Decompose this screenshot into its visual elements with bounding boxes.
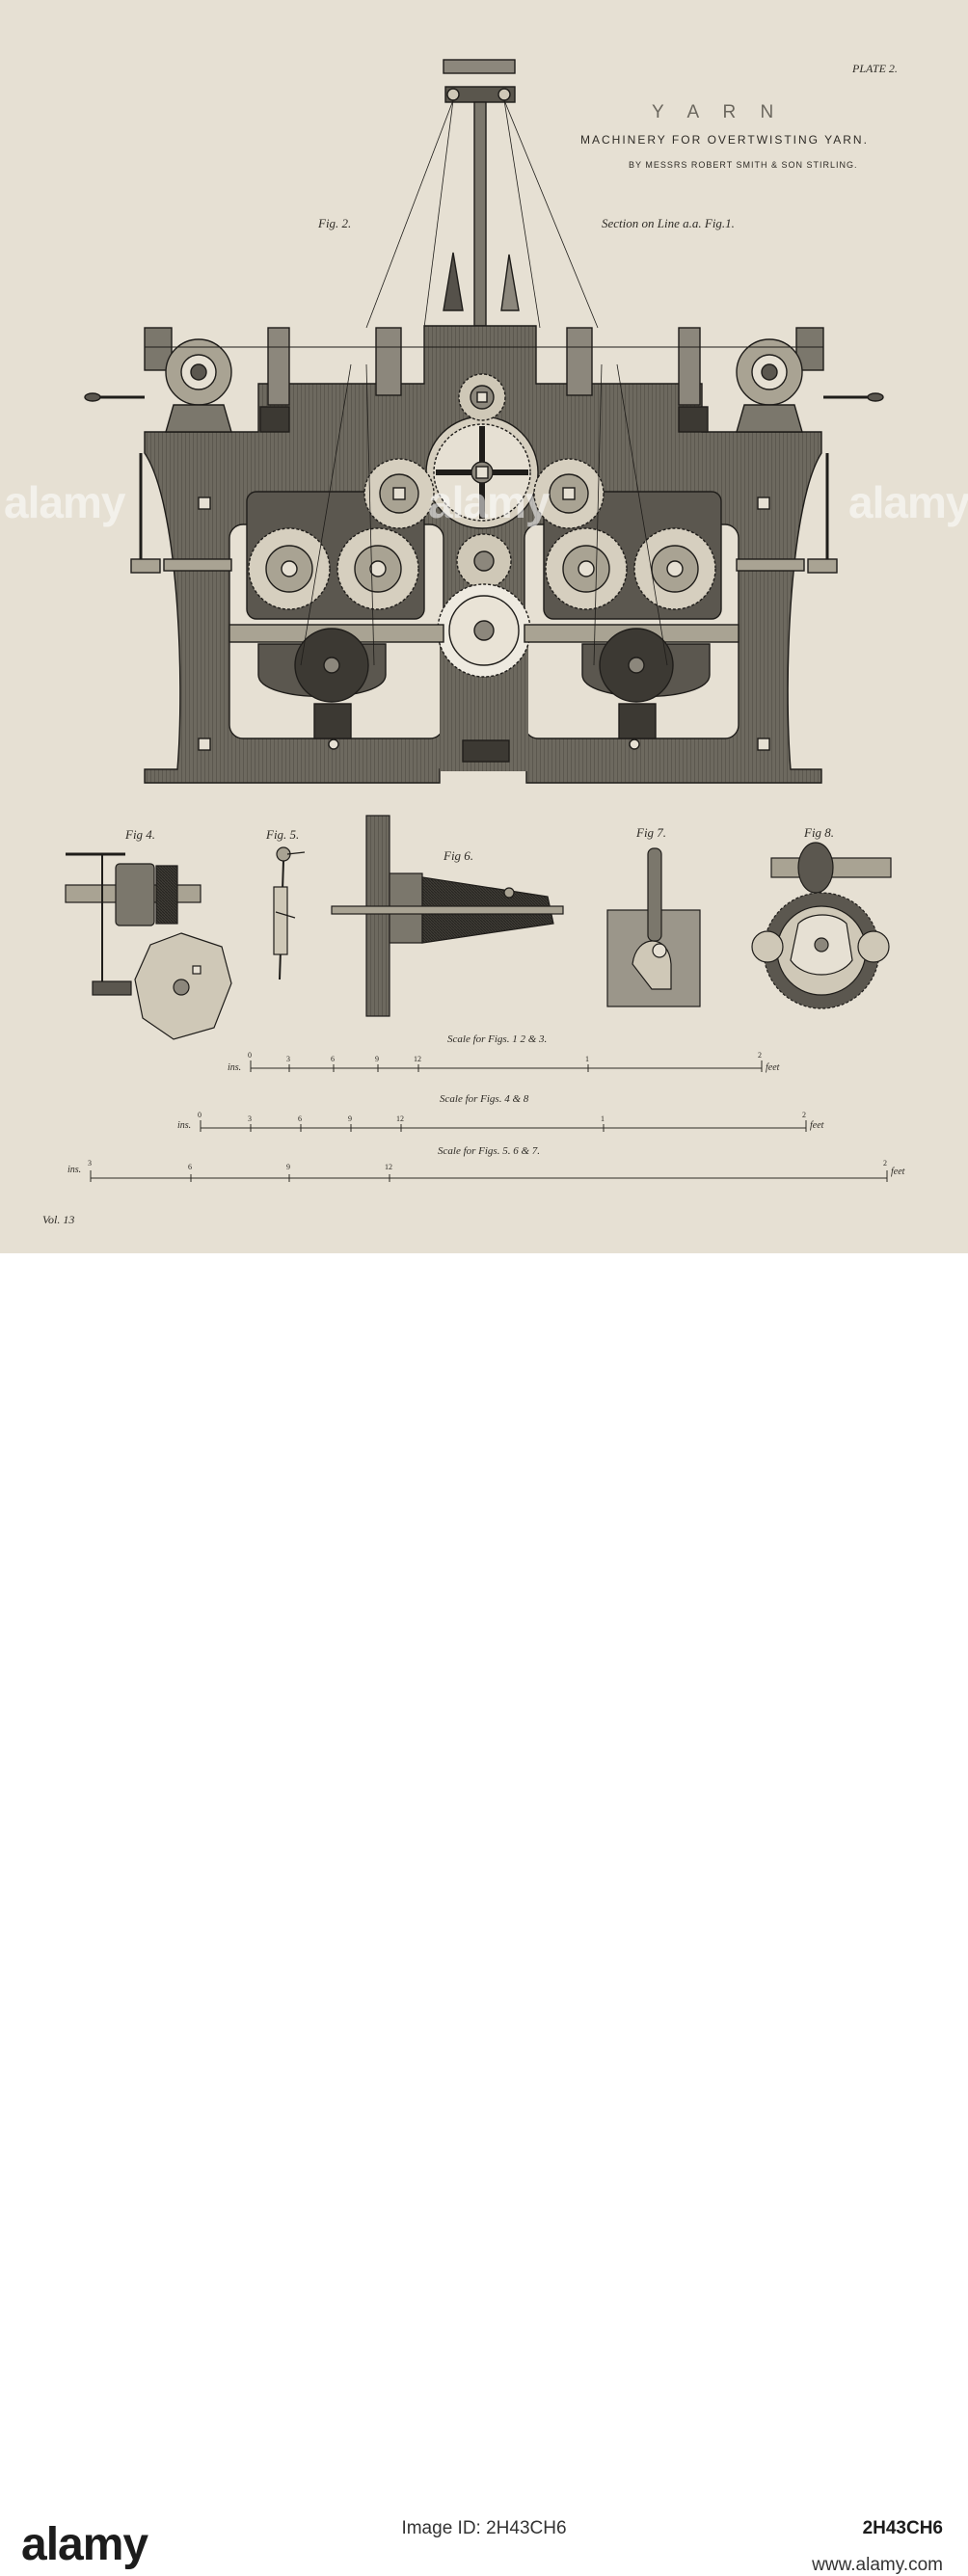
fig6-drawing [331,815,564,1017]
plate-subtitle: MACHINERY FOR OVERTWISTING YARN. [580,133,869,147]
fig7-caption: Fig 7. [636,825,667,840]
site-url[interactable]: www.alamy.com [812,2555,943,2575]
scale-3-tick: 12 [385,1163,392,1171]
scale-1-tick: 9 [375,1055,379,1063]
fig8-drawing [751,842,892,1009]
fig5-drawing [273,846,306,980]
scale-3-left: ins. [67,1165,82,1175]
fig2-machine [84,59,884,784]
scale-2-tick: 0 [198,1111,202,1119]
scale-1-right: feet [766,1062,780,1073]
fig7-drawing [606,847,701,1007]
plate-title: Y A R N [652,102,784,122]
scale-3-tick: 3 [88,1159,92,1167]
engraving-plate: PLATE 2. Y A R N MACHINERY FOR OVERTWIST… [0,0,968,1253]
scale-3-right: feet [891,1167,905,1177]
scale-3-tick: 9 [286,1163,290,1171]
scale-1-tick: 6 [331,1055,335,1063]
scale-1-tick: 3 [286,1055,290,1063]
scale-2-tick: 1 [601,1114,605,1123]
plate-byline: BY MESSRS ROBERT SMITH & SON STIRLING. [629,160,858,170]
scale-2-label: Scale for Figs. 4 & 8 [440,1093,529,1105]
scale-1-tick: 1 [585,1055,589,1063]
scale-1-tick: 2 [758,1051,762,1060]
volume-label: Vol. 13 [42,1213,75,1226]
fig5-caption: Fig. 5. [266,827,300,842]
footer-bar: alamy Image ID: 2H43CH6 2H43CH6 www.alam… [0,1253,968,2575]
machine-drawing [65,59,892,1182]
scale-3-tick: 2 [883,1159,887,1167]
section-caption: Section on Line a.a. Fig.1. [602,216,735,230]
scale-3-tick: 6 [188,1163,192,1171]
scale-1-tick: 0 [248,1051,252,1060]
fig8-caption: Fig 8. [804,825,835,840]
scale-2-tick: 6 [298,1114,302,1123]
fig4-drawing [65,852,232,1040]
watermark: alamy [848,477,968,527]
scale-2-left: ins. [177,1120,192,1131]
image-ref: 2H43CH6 [862,2518,943,2538]
scale-2-tick: 2 [802,1111,806,1119]
scale-bars [90,1060,888,1182]
fig4-caption: Fig 4. [125,827,156,842]
plate-number: PLATE 2. [852,62,898,75]
scale-2-tick: 3 [248,1114,252,1123]
scale-2-tick: 12 [396,1114,404,1123]
scale-1-label: Scale for Figs. 1 2 & 3. [447,1033,548,1045]
fig6-caption: Fig 6. [444,848,474,863]
watermark: alamy [4,477,125,527]
scale-1-left: ins. [228,1062,242,1073]
scale-2-right: feet [810,1120,824,1131]
watermark: alamy [428,477,550,527]
image-id: Image ID: 2H43CH6 [401,2518,567,2538]
fig2-caption: Fig. 2. [318,216,352,230]
scale-1-tick: 12 [414,1055,421,1063]
scale-2-tick: 9 [348,1114,352,1123]
scale-3-label: Scale for Figs. 5. 6 & 7. [438,1145,541,1157]
